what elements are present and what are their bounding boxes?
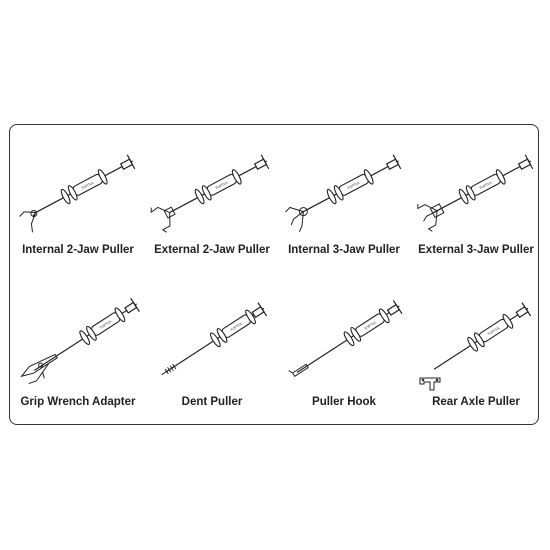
caption-internal-3-jaw-puller: Internal 3-Jaw Puller bbox=[288, 244, 400, 256]
tool-rear-axle-puller: TOPTUL Rear Axle Puller bbox=[410, 282, 542, 427]
tool-dent-puller: TOPTUL Dent Puller bbox=[146, 282, 278, 427]
tool-external-2-jaw-puller: TOPTUL External 2-Jaw Puller bbox=[146, 130, 278, 275]
tool-grip-wrench-adapter: TOPTUL Grip Wrench Adapter bbox=[12, 282, 144, 427]
caption-dent-puller: Dent Puller bbox=[181, 396, 243, 408]
axle-flange-icon bbox=[419, 377, 441, 391]
grip-wrench-adapter-drawing: TOPTUL bbox=[20, 297, 140, 385]
caption-external-2-jaw-puller: External 2-Jaw Puller bbox=[154, 244, 270, 256]
weight-label: TOPTUL bbox=[215, 180, 229, 190]
caption-external-3-jaw-puller: External 3-Jaw Puller bbox=[418, 244, 534, 256]
caption-puller-hook: Puller Hook bbox=[312, 396, 376, 408]
weight-label: TOPTUL bbox=[99, 319, 113, 330]
weight-label: TOPTUL bbox=[81, 180, 95, 190]
tool-internal-3-jaw-puller: TOPTUL Internal 3-Jaw Puller bbox=[278, 130, 410, 275]
internal-3-jaw-puller-drawing: TOPTUL bbox=[285, 154, 402, 233]
weight-label: TOPTUL bbox=[363, 320, 377, 331]
tool-external-3-jaw-puller: TOPTUL External 3-Jaw Puller bbox=[410, 130, 542, 275]
external-2-jaw-puller-drawing: TOPTUL bbox=[150, 154, 270, 233]
weight-label: TOPTUL bbox=[487, 326, 501, 337]
tool-puller-hook: TOPTUL Puller Hook bbox=[278, 282, 410, 427]
caption-rear-axle-puller: Rear Axle Puller bbox=[432, 396, 520, 408]
weight-label: TOPTUL bbox=[479, 180, 493, 190]
rear-axle-puller-drawing: TOPTUL bbox=[419, 302, 532, 391]
puller-hook-drawing: TOPTUL bbox=[288, 300, 403, 378]
internal-2-jaw-puller-drawing: TOPTUL bbox=[19, 154, 136, 233]
caption-grip-wrench-adapter: Grip Wrench Adapter bbox=[20, 396, 136, 408]
dent-puller-drawing: TOPTUL bbox=[161, 302, 268, 376]
tool-illustration-panel: TOPTUL Internal 2-Jaw Puller TOPTUL bbox=[9, 124, 539, 425]
tool-internal-2-jaw-puller: TOPTUL Internal 2-Jaw Puller bbox=[12, 130, 144, 275]
caption-internal-2-jaw-puller: Internal 2-Jaw Puller bbox=[22, 244, 134, 256]
external-3-jaw-puller-drawing: TOPTUL bbox=[417, 154, 534, 232]
weight-label: TOPTUL bbox=[347, 180, 361, 190]
weight-label: TOPTUL bbox=[230, 321, 244, 332]
